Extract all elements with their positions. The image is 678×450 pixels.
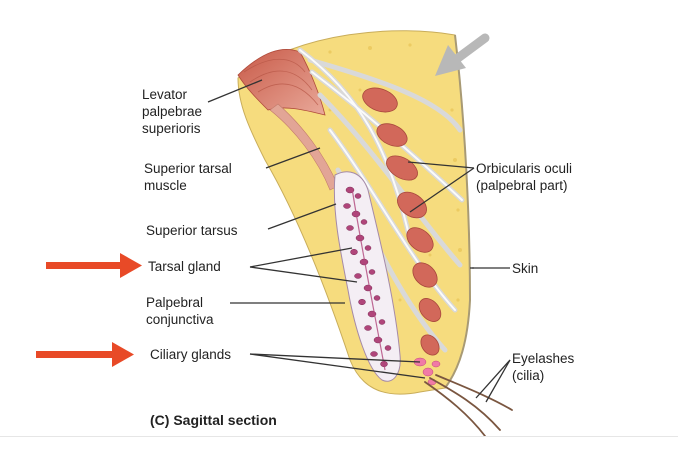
leader-tarsal-gland-2 <box>249 266 358 283</box>
label-levator-palpebrae-superioris: Levator palpebrae superioris <box>142 87 203 136</box>
label-skin: Skin <box>512 261 539 276</box>
leader-lines <box>207 79 511 403</box>
label-superior-tarsal-muscle: Superior tarsal muscle <box>144 161 232 193</box>
leader-superior-tarsal-muscle <box>265 147 321 169</box>
orbicularis-bundles <box>362 87 442 356</box>
label-ciliary-glands: Ciliary glands <box>150 347 232 362</box>
leader-eyelashes-1 <box>475 359 511 399</box>
leader-orbicularis-1 <box>407 161 475 169</box>
label-superior-tarsus: Superior tarsus <box>146 223 238 238</box>
leader-tarsal-gland-1 <box>249 247 353 268</box>
highlight-arrow-ciliary-glands <box>36 342 134 367</box>
highlight-arrow-tarsal-gland <box>46 253 142 278</box>
figure-caption: (C) Sagittal section <box>150 412 277 428</box>
label-palpebral-conjunctiva: Palpebral conjunctiva <box>146 295 214 327</box>
leader-eyelashes-2 <box>485 359 511 403</box>
leader-orbicularis-2 <box>409 167 475 213</box>
levator-muscle <box>237 49 326 116</box>
indicator-arrow <box>435 33 490 76</box>
leader-ciliary-glands-1 <box>249 353 421 363</box>
label-tarsal-gland: Tarsal gland <box>148 259 221 274</box>
label-orbicularis-oculi: Orbicularis oculi (palpebral part) <box>476 161 573 193</box>
bottom-divider <box>0 436 678 437</box>
leader-superior-tarsus <box>267 203 337 230</box>
label-eyelashes: Eyelashes (cilia) <box>512 351 575 383</box>
eyelashes <box>424 374 513 437</box>
skin-outline <box>444 34 472 389</box>
leader-ciliary-glands-2 <box>249 353 426 379</box>
leader-levator <box>207 79 263 103</box>
